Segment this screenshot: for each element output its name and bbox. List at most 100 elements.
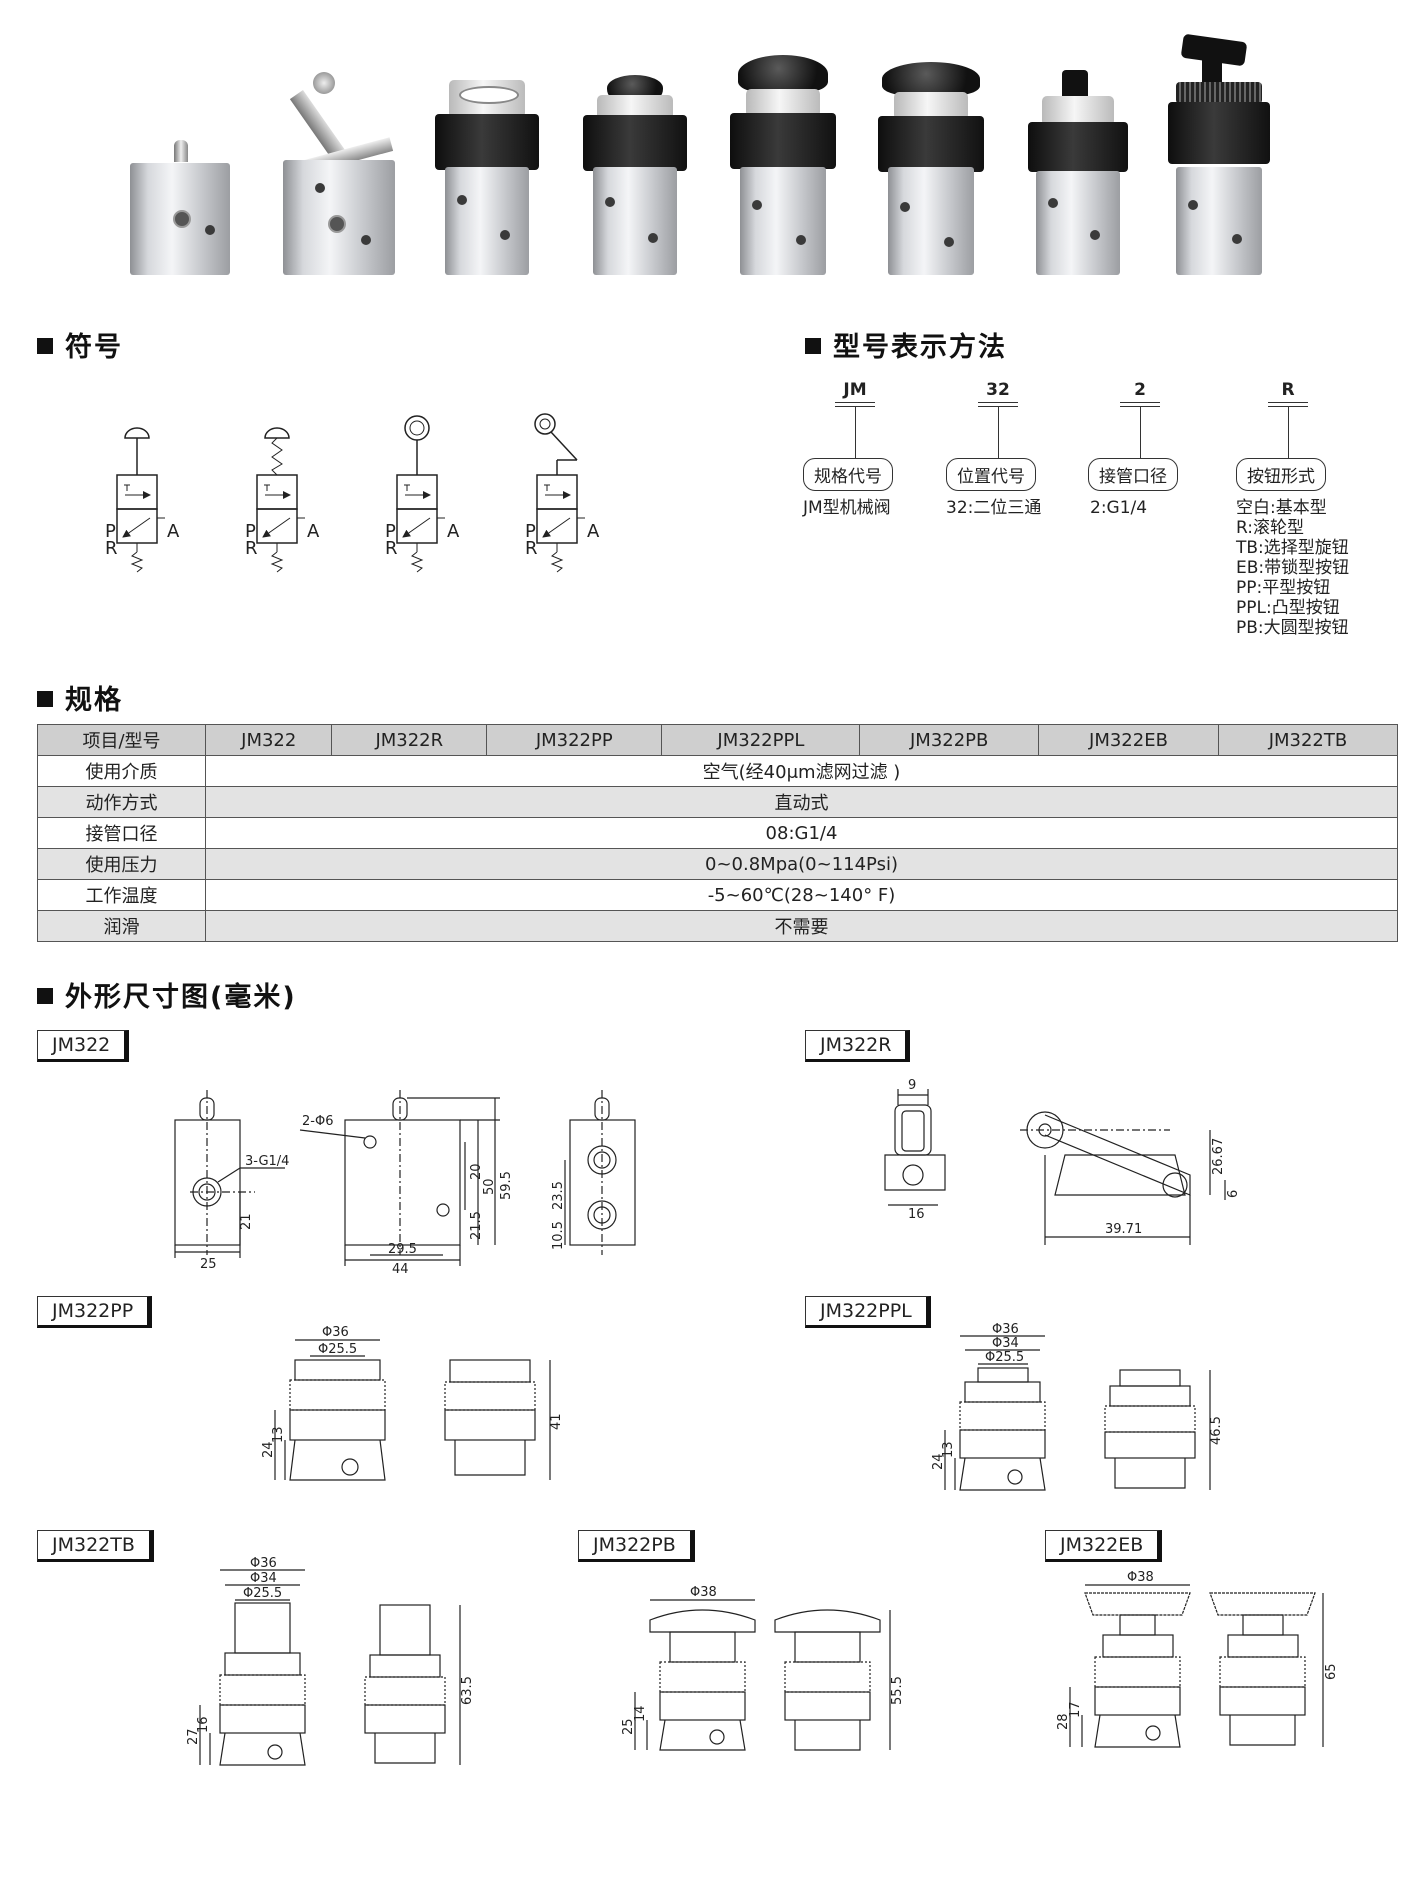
dim-label: 23.5 (551, 1181, 566, 1210)
spec-table: 项目/型号 JM322 JM322R JM322PP JM322PPL JM32… (37, 724, 1399, 942)
row-label: 使用介质 (37, 755, 206, 787)
dim-label: Φ38 (690, 1585, 717, 1600)
table-row: 工作温度-5~60℃(28~140° F) (37, 879, 1398, 911)
code-desc-2: 2:G1/4 (1090, 498, 1148, 518)
drawing-jm322pp: Φ36 Φ25.5 24 13 41 (261, 1325, 564, 1481)
port-r-label: R (385, 538, 398, 559)
port-p-label: P (245, 521, 256, 542)
port-p-label: P (105, 521, 116, 542)
dim-label: Φ34 (250, 1571, 277, 1586)
dim-label: 17 (1068, 1701, 1083, 1718)
dim-label: 39.71 (1105, 1222, 1142, 1237)
model-tag-jm322ppl: JM322PPL (805, 1296, 931, 1328)
drawing-jm322pb: Φ38 25 14 55.5 (621, 1585, 905, 1751)
model-tag-jm322pp: JM322PP (37, 1296, 153, 1328)
dim-label: 65 (1324, 1663, 1339, 1680)
symbol-push-button (116, 427, 165, 573)
code-jm: JM (843, 380, 867, 400)
dim-label: 46.5 (1209, 1416, 1224, 1445)
symbol-lever-roller (534, 413, 585, 573)
dim-label: 50 (482, 1178, 497, 1195)
dim-label: 26.67 (1211, 1138, 1226, 1175)
spec-header-cell: JM322TB (1217, 724, 1399, 756)
code-label-position: 位置代号 (946, 458, 1036, 491)
dim-label: 27 (186, 1728, 201, 1745)
product-photo-jm322r (283, 60, 395, 275)
table-row: 润滑不需要 (37, 910, 1398, 942)
row-value: 空气(经40μm滤网过滤 ) (205, 755, 1398, 787)
row-label: 润滑 (37, 910, 206, 942)
code-desc-jm: JM型机械阀 (803, 498, 891, 518)
drawing-jm322eb: Φ38 28 17 65 (1056, 1570, 1339, 1748)
dim-label: 21 (239, 1213, 254, 1230)
port-r-label: R (105, 538, 118, 559)
product-photo-jm322pb (730, 55, 836, 275)
spec-header-cell: JM322PB (859, 724, 1040, 756)
dim-label: 13 (271, 1426, 286, 1443)
table-row: 使用介质空气(经40μm滤网过滤 ) (37, 755, 1398, 787)
dim-label: 28 (1056, 1713, 1071, 1730)
symbol-spring-button (256, 427, 305, 573)
spec-header-cell: JM322PP (486, 724, 663, 756)
dim-label: 63.5 (460, 1676, 475, 1705)
spec-header-cell: JM322R (331, 724, 488, 756)
row-label: 工作温度 (37, 879, 206, 911)
row-label: 动作方式 (37, 786, 206, 818)
dim-label: 24 (931, 1453, 946, 1470)
dim-label: Φ38 (1127, 1570, 1154, 1585)
dim-label: 16 (196, 1716, 211, 1733)
dim-label: 59.5 (499, 1171, 514, 1200)
row-value: -5~60℃(28~140° F) (205, 879, 1398, 911)
row-value: 直动式 (205, 786, 1398, 818)
dim-label: 13 (941, 1441, 956, 1458)
port-p-label: P (385, 521, 396, 542)
dim-label: 2-Φ6 (302, 1114, 333, 1129)
product-photo-jm322 (130, 140, 230, 275)
dim-label: Φ36 (250, 1556, 277, 1571)
dim-label: 29.5 (388, 1242, 417, 1257)
dim-label: 10.5 (551, 1221, 566, 1250)
drawing-jm322r: 9 16 39.71 26.67 6 (884, 1078, 1241, 1245)
row-value: 不需要 (205, 910, 1398, 942)
product-photo-jm322tb (1028, 70, 1128, 275)
dim-label: 21.5 (469, 1211, 484, 1240)
dim-label: 44 (392, 1262, 409, 1277)
spec-header-cell: JM322 (204, 724, 333, 756)
dim-label: 25 (621, 1718, 636, 1735)
model-tag-jm322r: JM322R (805, 1030, 911, 1062)
row-value: 08:G1/4 (205, 817, 1398, 849)
model-tag-jm322: JM322 (37, 1030, 130, 1062)
code-label-port: 接管口径 (1088, 458, 1178, 491)
dim-label: 41 (549, 1413, 564, 1430)
drawing-jm322tb: Φ36 Φ34 Φ25.5 27 16 63.5 (186, 1556, 475, 1766)
product-photo-selector (1168, 33, 1270, 275)
dim-label: 25 (200, 1257, 217, 1272)
port-r-label: R (525, 538, 538, 559)
port-a-label: A (167, 521, 180, 542)
spec-header-row: 项目/型号 JM322 JM322R JM322PP JM322PPL JM32… (37, 724, 1399, 756)
row-label: 接管口径 (37, 817, 206, 849)
code-desc-32: 32:二位三通 (946, 498, 1042, 518)
port-a-label: A (307, 521, 320, 542)
code-label-spec: 规格代号 (803, 458, 893, 491)
row-label: 使用压力 (37, 848, 206, 880)
dim-label: 9 (908, 1078, 916, 1093)
row-value: 0~0.8Mpa(0~114Psi) (205, 848, 1398, 880)
dim-label: 6 (1226, 1190, 1241, 1198)
dim-label: 55.5 (890, 1676, 905, 1705)
product-photo-jm322ppl (583, 75, 687, 275)
dim-label: Φ25.5 (243, 1586, 282, 1601)
code-label-button: 按钮形式 (1236, 458, 1326, 491)
code-2: 2 (1134, 380, 1146, 400)
dim-label: Φ25.5 (985, 1350, 1024, 1365)
model-tag-jm322tb: JM322TB (37, 1530, 154, 1562)
drawing-jm322: 3-G1/4 21 25 2-Φ6 29.5 44 20 21.5 50 59.… (174, 1090, 636, 1277)
model-tag-jm322pb: JM322PB (578, 1530, 695, 1562)
model-tag-jm322eb: JM322EB (1045, 1530, 1163, 1562)
product-photo-jm322pp (435, 80, 539, 275)
port-a-label: A (587, 521, 600, 542)
dim-label: Φ36 (322, 1325, 349, 1340)
dim-label: 3-G1/4 (245, 1154, 289, 1169)
port-r-label: R (245, 538, 258, 559)
